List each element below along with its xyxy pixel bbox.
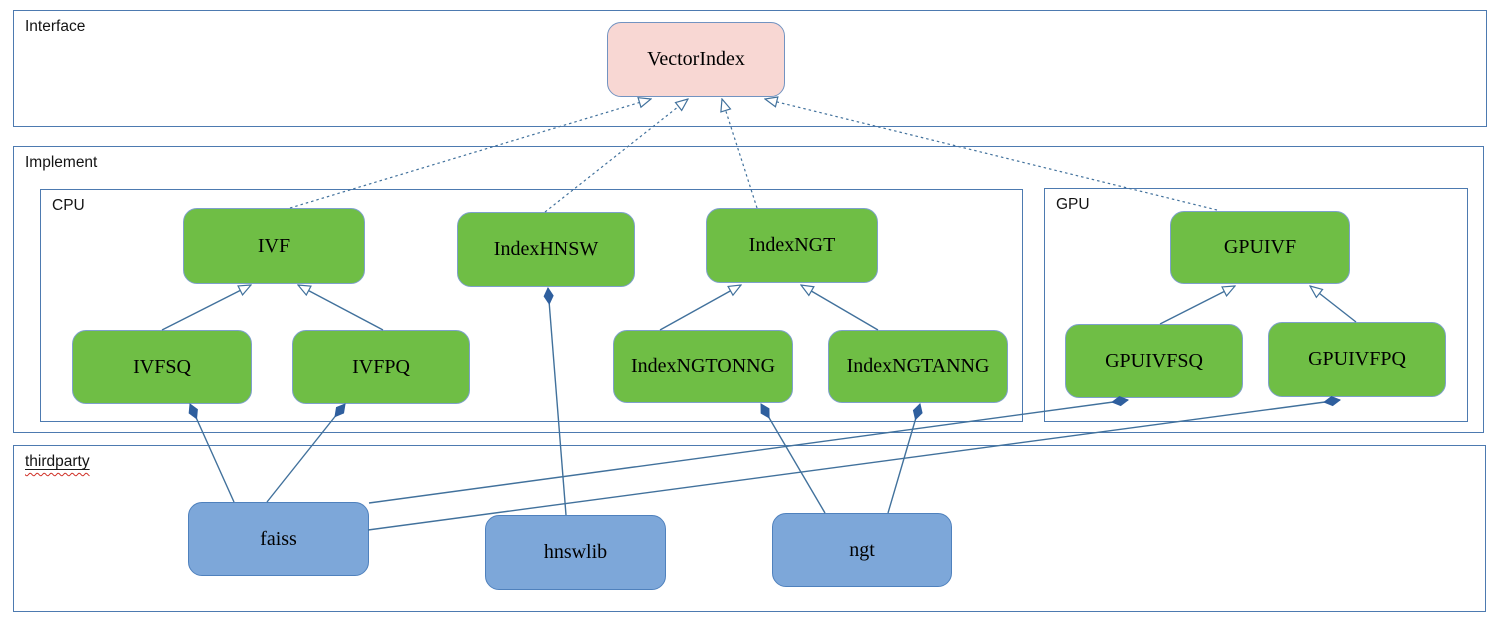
node-ivfsq-label: IVFSQ xyxy=(133,355,191,378)
node-indexngt-label: IndexNGT xyxy=(748,234,836,256)
node-indexngtanng[interactable]: IndexNGTANNG xyxy=(828,330,1008,403)
section-thirdparty-label: thirdparty xyxy=(25,453,90,470)
node-ivf-label: IVF xyxy=(257,234,291,257)
node-ngt[interactable]: ngt xyxy=(772,513,952,587)
node-ivfpq[interactable]: IVFPQ xyxy=(292,330,470,404)
node-indexngt[interactable]: IndexNGT xyxy=(706,208,878,283)
node-vectorindex[interactable]: VectorIndex xyxy=(607,22,785,97)
node-faiss[interactable]: faiss xyxy=(188,502,369,576)
node-ivf[interactable]: IVF xyxy=(183,208,365,284)
node-gpuivfpq[interactable]: GPUIVFPQ xyxy=(1268,322,1446,397)
node-gpuivfpq-label: GPUIVFPQ xyxy=(1308,348,1406,370)
node-indexngtanng-label: IndexNGTANNG xyxy=(846,355,990,377)
section-cpu-label: CPU xyxy=(52,197,85,214)
node-vectorindex-label: VectorIndex xyxy=(647,48,745,70)
node-indexngtonng-label: IndexNGTONNG xyxy=(630,355,776,377)
node-hnswlib[interactable]: hnswlib xyxy=(485,515,666,590)
node-gpuivf[interactable]: GPUIVF xyxy=(1170,211,1350,284)
node-ivfsq[interactable]: IVFSQ xyxy=(72,330,252,404)
node-faiss-label: faiss xyxy=(260,527,297,550)
section-interface-label: Interface xyxy=(25,18,86,35)
node-indexhnsw[interactable]: IndexHNSW xyxy=(457,212,635,287)
node-indexhnsw-label: IndexHNSW xyxy=(493,238,599,260)
node-gpuivf-label: GPUIVF xyxy=(1223,236,1297,258)
node-gpuivfsq[interactable]: GPUIVFSQ xyxy=(1065,324,1243,398)
node-hnswlib-label: hnswlib xyxy=(543,541,608,563)
node-indexngtonng[interactable]: IndexNGTONNG xyxy=(613,330,793,403)
node-gpuivfsq-label: GPUIVFSQ xyxy=(1105,349,1203,372)
node-ivfpq-label: IVFPQ xyxy=(352,355,410,378)
node-ngt-label: ngt xyxy=(849,538,875,561)
section-gpu-label: GPU xyxy=(1056,196,1090,213)
section-implement-label: Implement xyxy=(25,154,98,171)
